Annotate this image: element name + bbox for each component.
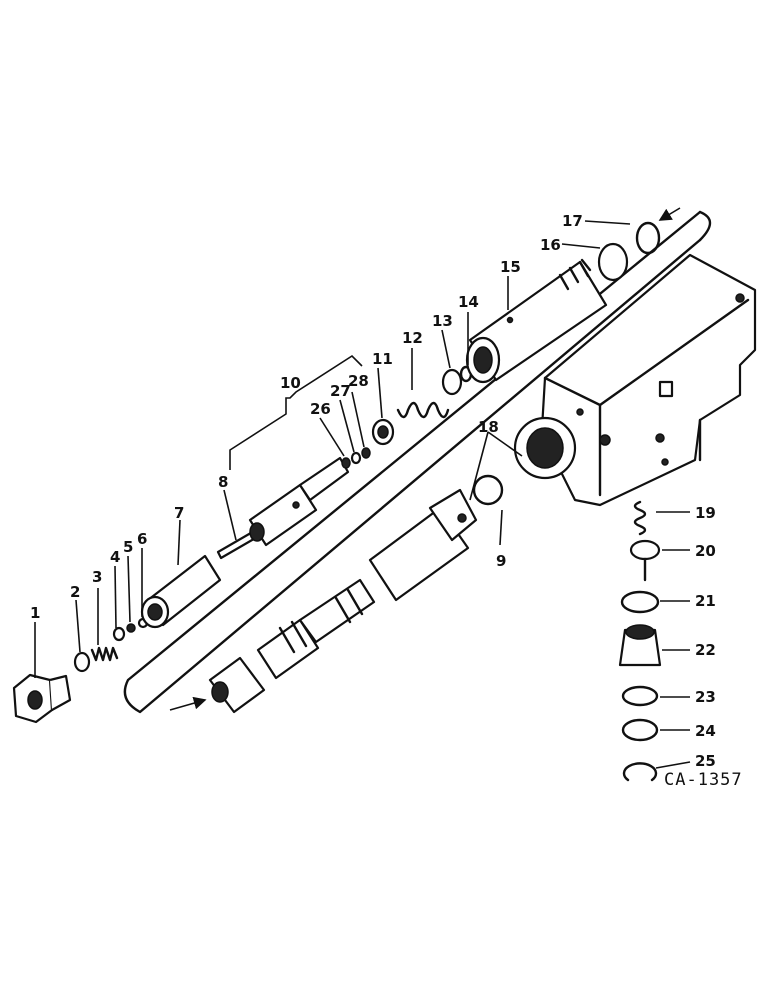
- callout-26: 26: [310, 400, 331, 418]
- callout-10: 10: [280, 374, 301, 392]
- callout-17: 17: [562, 212, 583, 230]
- callout-12: 12: [402, 329, 423, 347]
- callout-20: 20: [695, 542, 716, 560]
- callout-23: 23: [695, 688, 716, 706]
- callout-19: 19: [695, 504, 716, 522]
- callout-4: 4: [110, 548, 120, 566]
- part-5-ball: [126, 623, 136, 633]
- callout-1: 1: [30, 604, 40, 622]
- callout-8: 8: [218, 473, 228, 491]
- part-7-sleeve: [140, 554, 222, 629]
- callout-9: 9: [496, 552, 506, 570]
- part-15-cylinder: [465, 258, 608, 384]
- part-22-seat: [618, 624, 662, 667]
- leader-lines: [34, 220, 691, 769]
- part-17-ring: [635, 221, 661, 255]
- callout-22: 22: [695, 641, 716, 659]
- callout-labels: 1 2 3 4 5 6 7 8 9 10 11 12 13 14 15 16 1…: [30, 212, 716, 770]
- callout-13: 13: [432, 312, 453, 330]
- part-11-retainer: [371, 418, 395, 446]
- part-19-spring: [633, 500, 647, 536]
- part-20-poppet: [629, 539, 661, 582]
- part-24-ring: [621, 718, 659, 742]
- callout-2: 2: [70, 583, 80, 601]
- part-3-spring: [90, 646, 119, 662]
- part-21-ring: [620, 590, 660, 614]
- part-16-bushing: [597, 242, 629, 282]
- bracket-10: [229, 354, 363, 470]
- part-4-washer: [112, 626, 126, 642]
- valve-body-housing: [513, 253, 757, 507]
- callout-15: 15: [500, 258, 521, 276]
- callout-5: 5: [123, 538, 133, 556]
- part-25-snap-ring: [622, 762, 658, 782]
- callout-28: 28: [348, 372, 369, 390]
- callout-3: 3: [92, 568, 102, 586]
- callout-27: 27: [330, 382, 351, 400]
- part-12-spring: [396, 401, 450, 419]
- callout-25: 25: [695, 752, 716, 770]
- callout-16: 16: [540, 236, 561, 254]
- callout-14: 14: [458, 293, 479, 311]
- part-2-ring: [73, 651, 91, 673]
- part-10-stem: [248, 456, 350, 547]
- callout-18: 18: [478, 418, 499, 436]
- part-9-ring: [472, 474, 504, 506]
- part-23-ring: [621, 685, 659, 707]
- part-28-ring: [361, 447, 371, 459]
- part-18-spool: [208, 488, 478, 714]
- callout-6: 6: [137, 530, 147, 548]
- callout-7: 7: [174, 504, 184, 522]
- callout-11: 11: [372, 350, 393, 368]
- part-27-ring: [350, 451, 362, 465]
- drawing-code: CA-1357: [664, 770, 743, 790]
- callout-24: 24: [695, 722, 716, 740]
- part-26-ring: [341, 457, 351, 469]
- part-1-plug: [12, 673, 72, 724]
- callout-21: 21: [695, 592, 716, 610]
- part-13-washer: [441, 368, 463, 396]
- bore-envelope: [123, 207, 712, 714]
